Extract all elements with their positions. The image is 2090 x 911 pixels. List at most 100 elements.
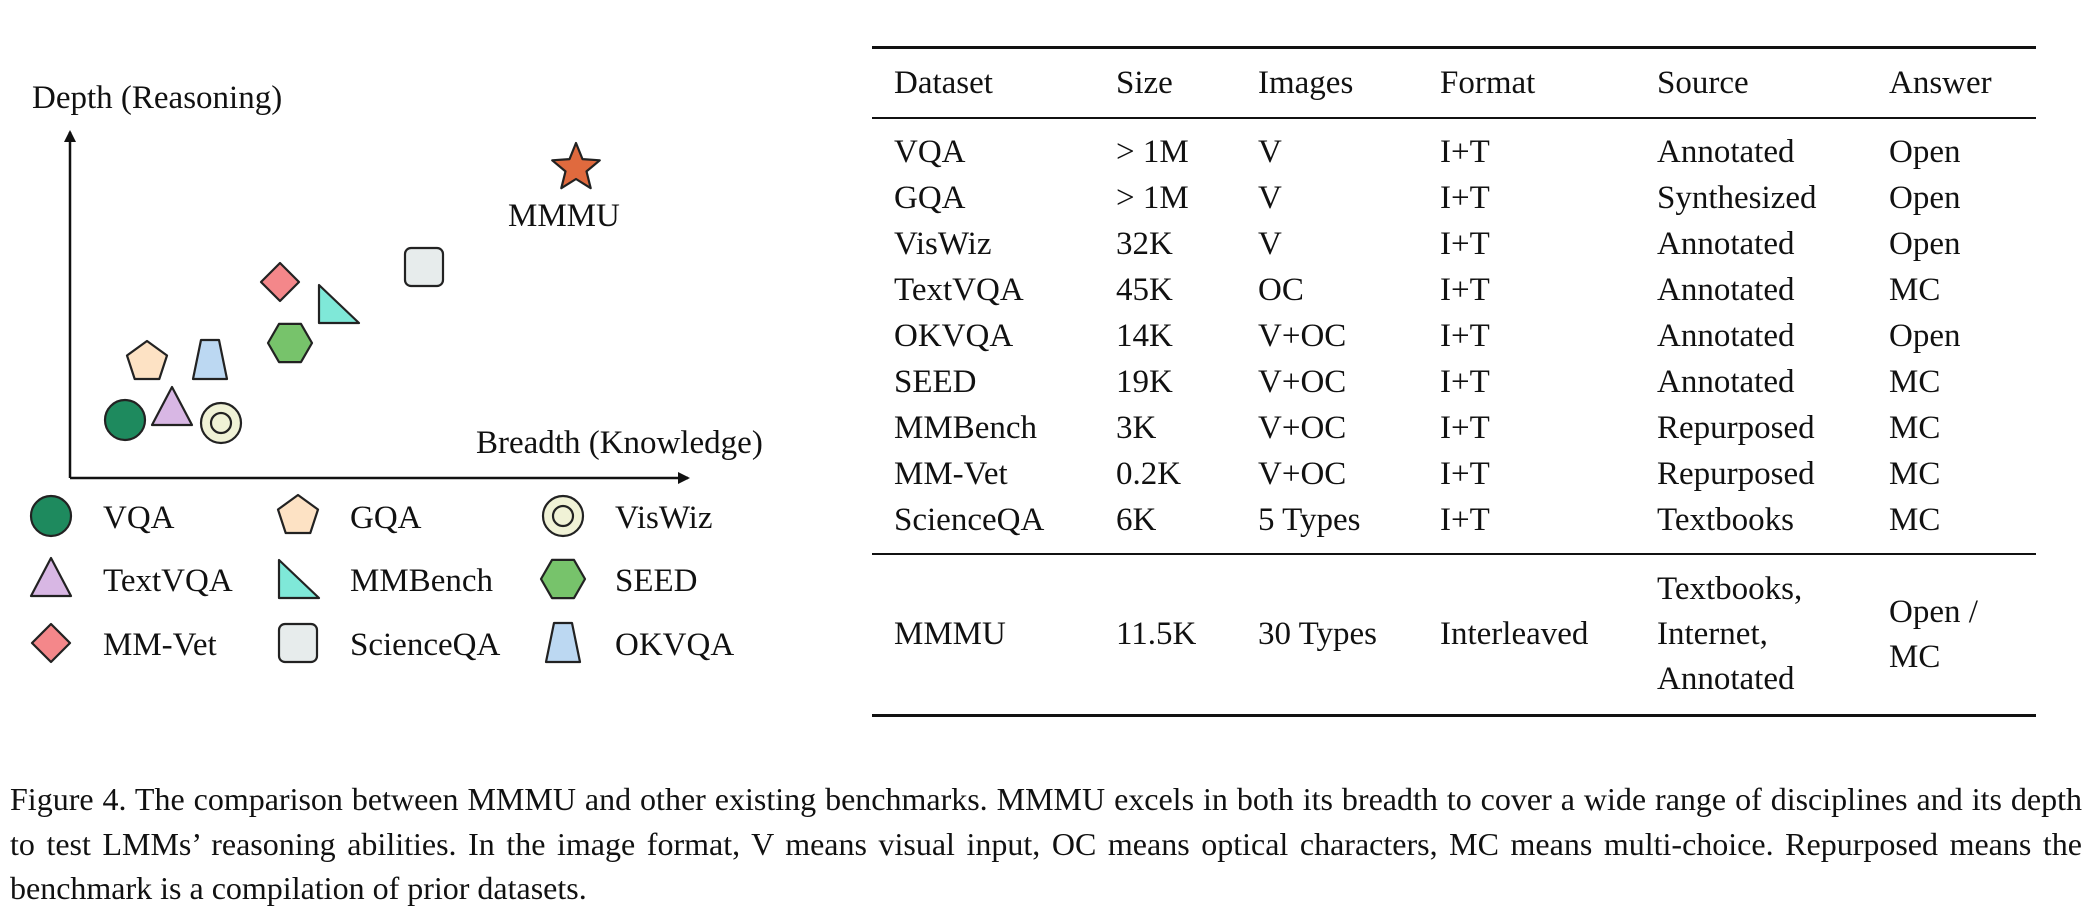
- cell-dataset: TextVQA: [894, 272, 1024, 308]
- legend-label: GQA: [350, 500, 422, 536]
- cell-images: V+OC: [1258, 410, 1347, 446]
- y-axis-label: Depth (Reasoning): [32, 80, 282, 116]
- table-row: TextVQA 45K OC I+T Annotated MC: [872, 267, 2036, 313]
- cell-format: I+T: [1440, 410, 1490, 446]
- cell-size: 11.5K: [1116, 616, 1197, 652]
- cell-answer: Open: [1889, 318, 1961, 354]
- cell-format: I+T: [1440, 134, 1490, 170]
- legend-item: OKVQA: [544, 621, 734, 664]
- x-axis-label: Breadth (Knowledge): [476, 425, 763, 461]
- legend-item: ScienceQA: [277, 622, 500, 664]
- cell-answer: MC: [1889, 410, 1941, 446]
- table-header-row: Dataset Size Images Format Source Answer: [872, 47, 2036, 118]
- cell-dataset: ScienceQA: [894, 502, 1045, 538]
- cell-size: 19K: [1116, 364, 1173, 400]
- cell-source: Synthesized: [1657, 180, 1817, 216]
- legend-label: TextVQA: [103, 563, 233, 599]
- point-mmbench: [317, 283, 361, 325]
- legend-label: VQA: [103, 500, 175, 536]
- legend-marker-okvqa: [544, 621, 582, 664]
- cell-size: > 1M: [1116, 134, 1189, 170]
- cell-source: Textbooks: [1657, 502, 1795, 538]
- cell-dataset: VisWiz: [894, 226, 992, 262]
- cell-dataset: MMBench: [894, 410, 1037, 446]
- table-row-mmmu: MMMU 11.5K 30 Types Interleaved Textbook…: [872, 554, 2036, 716]
- legend-marker-seed: [539, 558, 587, 600]
- legend-item: VisWiz: [541, 494, 713, 538]
- cell-format: I+T: [1440, 180, 1490, 216]
- cell-answer: Open: [1889, 226, 1961, 262]
- cell-images: V+OC: [1258, 318, 1347, 354]
- header-images: Images: [1258, 65, 1354, 101]
- legend-marker-viswiz: [541, 494, 585, 538]
- cell-format: I+T: [1440, 318, 1490, 354]
- point-vqa: [103, 398, 147, 442]
- benchmark-comparison-plot: Depth (Reasoning) Breadth (Knowledge) MM…: [29, 80, 763, 664]
- legend-item: MMBench: [277, 558, 493, 600]
- mmmu-point-label: MMMU: [508, 198, 620, 234]
- figure-caption: Figure 4. The comparison between MMMU an…: [10, 781, 2082, 906]
- cell-dataset: MMMU: [894, 616, 1006, 652]
- legend-label: OKVQA: [615, 627, 734, 663]
- cell-source: Annotated: [1657, 226, 1795, 262]
- cell-images: V: [1258, 226, 1282, 262]
- header-size: Size: [1116, 65, 1173, 101]
- cell-answer: MC: [1889, 502, 1941, 538]
- cell-format: Interleaved: [1440, 616, 1589, 652]
- cell-dataset: GQA: [894, 180, 966, 216]
- cell-size: 45K: [1116, 272, 1173, 308]
- legend-label: VisWiz: [615, 500, 713, 536]
- legend-item: MM-Vet: [30, 622, 217, 664]
- legend-label: SEED: [615, 563, 698, 599]
- cell-size: 6K: [1116, 502, 1157, 538]
- benchmark-table: Dataset Size Images Format Source Answer…: [872, 46, 2036, 717]
- legend-marker-scienceqa: [277, 622, 319, 664]
- legend-label: ScienceQA: [350, 627, 500, 663]
- cell-dataset: VQA: [894, 134, 966, 170]
- cell-source: Annotated: [1657, 134, 1795, 170]
- legend-label: MM-Vet: [103, 627, 217, 663]
- cell-answer: Open / MC: [1889, 593, 1978, 675]
- point-textvqa: [150, 385, 194, 427]
- point-mmmu: [551, 141, 601, 190]
- cell-size: > 1M: [1116, 180, 1189, 216]
- cell-format: I+T: [1440, 364, 1490, 400]
- legend-marker-mmbench: [277, 558, 321, 600]
- point-seed: [266, 322, 314, 364]
- cell-size: 0.2K: [1116, 456, 1182, 492]
- header-format: Format: [1440, 65, 1536, 101]
- point-viswiz: [199, 401, 243, 445]
- cell-images: V+OC: [1258, 456, 1347, 492]
- cell-source: Repurposed: [1657, 410, 1815, 446]
- table-row: MMBench 3K V+OC I+T Repurposed MC: [872, 405, 2036, 451]
- cell-source: Annotated: [1657, 364, 1795, 400]
- legend-marker-vqa: [29, 494, 73, 538]
- cell-answer: Open: [1889, 180, 1961, 216]
- legend-marker-gqa: [276, 493, 320, 535]
- cell-answer: Open: [1889, 134, 1961, 170]
- cell-images: V+OC: [1258, 364, 1347, 400]
- legend-item: SEED: [539, 558, 698, 600]
- cell-images: 30 Types: [1258, 616, 1377, 652]
- legend-item: TextVQA: [29, 556, 233, 599]
- cell-dataset: SEED: [894, 364, 977, 400]
- cell-dataset: MM-Vet: [894, 456, 1008, 492]
- cell-format: I+T: [1440, 272, 1490, 308]
- cell-answer: MC: [1889, 272, 1941, 308]
- cell-source: Annotated: [1657, 272, 1795, 308]
- cell-size: 3K: [1116, 410, 1157, 446]
- data-points: [103, 141, 601, 445]
- point-scienceqa: [403, 246, 445, 288]
- cell-size: 32K: [1116, 226, 1173, 262]
- point-mm-vet: [259, 261, 301, 303]
- cell-dataset: OKVQA: [894, 318, 1014, 354]
- cell-format: I+T: [1440, 502, 1490, 538]
- header-source: Source: [1657, 65, 1749, 101]
- cell-images: OC: [1258, 272, 1304, 308]
